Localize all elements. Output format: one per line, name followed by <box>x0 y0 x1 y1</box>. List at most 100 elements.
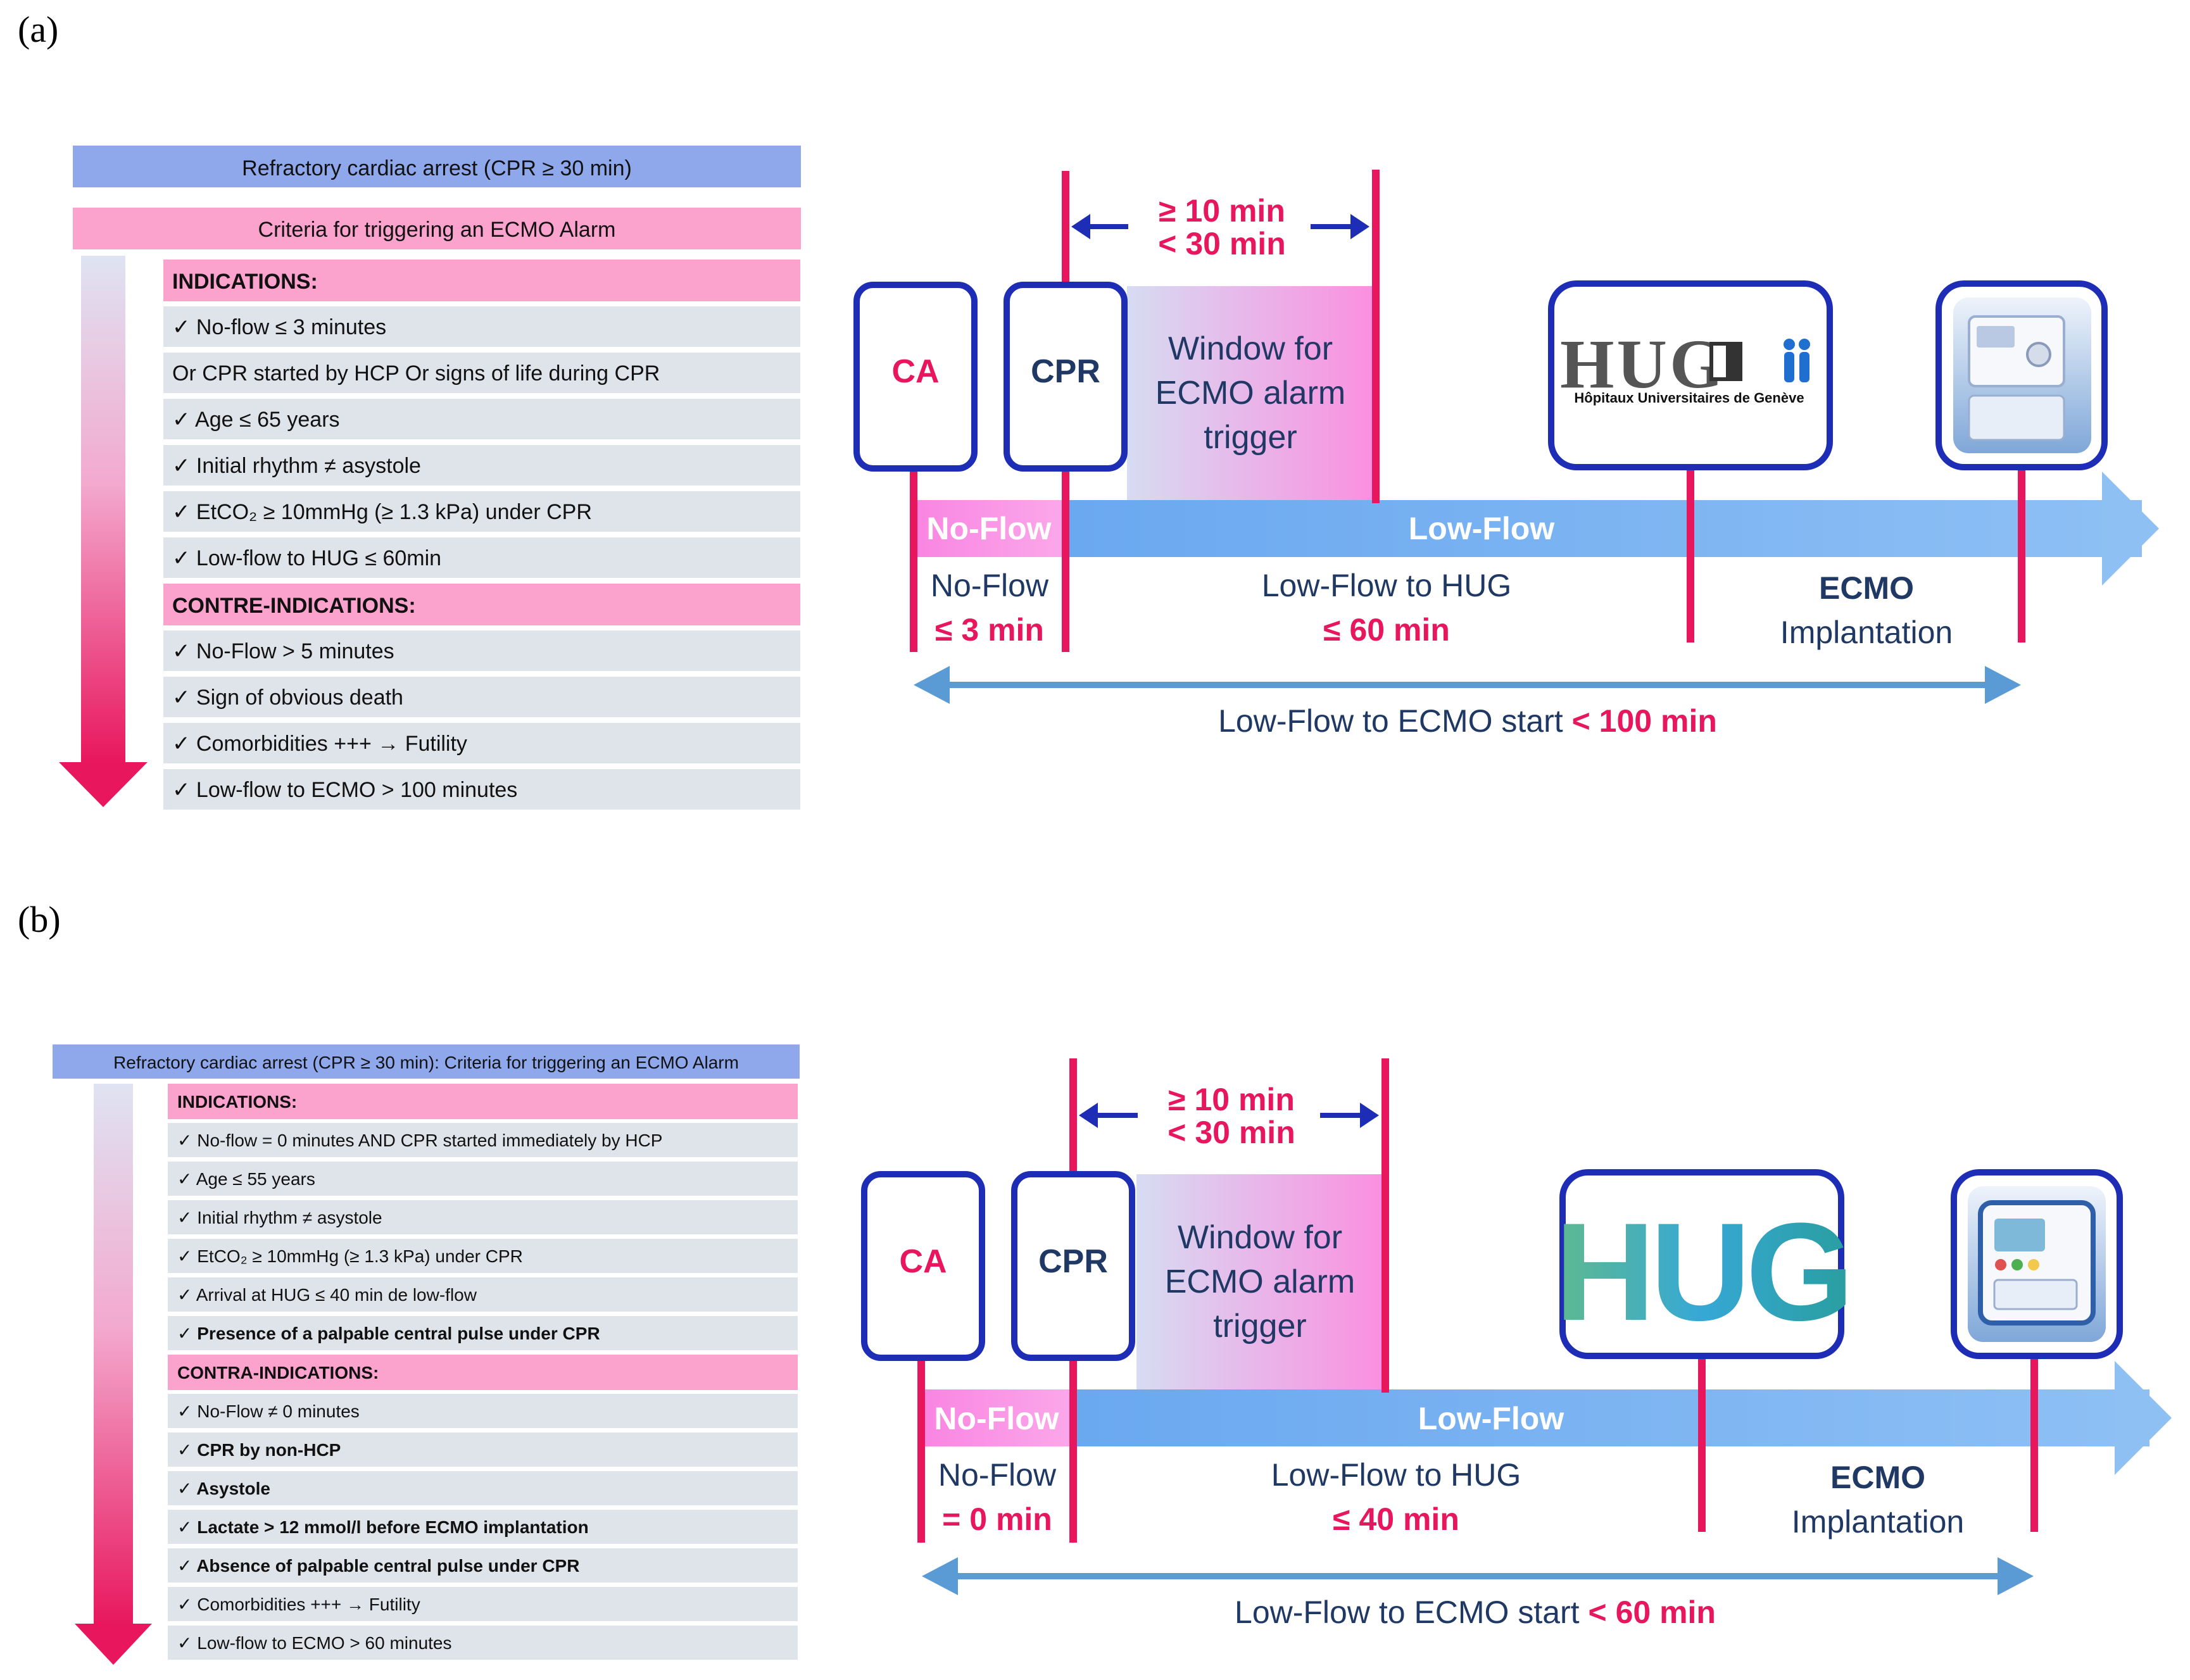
panel-a-no-flow-band <box>915 500 1066 557</box>
panel-a-window-min: ≥ 10 min <box>1159 193 1285 229</box>
panel-a-band-head <box>2102 472 2159 586</box>
panel-b-total-label: Low-Flow to ECMO start < 60 min <box>1235 1595 1716 1630</box>
panel-b-contra-header <box>168 1355 798 1390</box>
list-item: ✓ CPR by non-HCP <box>177 1440 341 1460</box>
panel-b-low-flow-band-label: Low-Flow <box>1418 1401 1564 1436</box>
panel-b-window-area <box>1136 1174 1383 1393</box>
panel-a-low-flow-hug-label: Low-Flow to HUG <box>1262 568 1512 603</box>
panel-a-hug-logo-text: HUG <box>1560 325 1727 403</box>
panel-b-window-min: ≥ 10 min <box>1168 1082 1295 1117</box>
panel-a-low-flow-hug-value: ≤ 60 min <box>1323 612 1450 648</box>
panel-b-total-value-text: < 60 min <box>1588 1595 1716 1630</box>
list-item: Or CPR started by HCP Or signs of life d… <box>172 361 660 386</box>
panel-b-no-flow-value: = 0 min <box>942 1501 1052 1537</box>
panel-a-total-text: Low-Flow to ECMO start <box>1218 703 1563 739</box>
panel-a-second-header-text: Criteria for triggering an ECMO Alarm <box>258 218 616 242</box>
panel-b-total-arrowhead-right <box>1998 1557 2034 1595</box>
list-item: ✓ EtCO₂ ≥ 10mmHg (≥ 1.3 kPa) under CPR <box>177 1246 523 1266</box>
panel-b-band-head <box>2115 1361 2172 1475</box>
panel-b-low-flow-hug-value: ≤ 40 min <box>1333 1501 1459 1537</box>
ecmo-machine-icon <box>1953 298 2091 453</box>
panel-a-low-flow-band <box>1066 500 2142 557</box>
panel-a-window-line3: trigger <box>1204 419 1297 456</box>
panel-a-contra-list: ✓ No-Flow > 5 minutes ✓ Sign of obvious … <box>163 630 800 810</box>
panel-b-window-line2: ECMO alarm <box>1165 1263 1355 1300</box>
list-item: ✓ Arrival at HUG ≤ 40 min de low-flow <box>177 1285 477 1305</box>
panel-b-low-flow-hug-label: Low-Flow to HUG <box>1271 1457 1521 1493</box>
panel-a-indications-list: ✓ No-flow ≤ 3 minutes Or CPR started by … <box>163 306 800 578</box>
panel-b-implantation-label: Implantation <box>1792 1504 1964 1539</box>
list-item: ✓ No-flow ≤ 3 minutes <box>172 315 386 339</box>
ecmo-machine-icon <box>1968 1186 2106 1342</box>
list-item: ✓ Age ≤ 55 years <box>177 1169 315 1189</box>
list-item: ✓ Comorbidities +++ → Futility <box>177 1595 420 1614</box>
list-item: ✓ Comorbidities +++ → Futility <box>172 732 467 756</box>
panel-b-indications-list: ✓ No-flow = 0 minutes AND CPR started im… <box>168 1123 798 1350</box>
panel-b-window-line1: Window for <box>1178 1219 1342 1256</box>
list-item: ✓ Initial rhythm ≠ asystole <box>172 454 421 478</box>
panel-b-total-text: Low-Flow to ECMO start <box>1235 1595 1580 1630</box>
panel-a-window-area <box>1127 286 1374 501</box>
list-item: ✓ Low-flow to ECMO > 100 minutes <box>172 778 517 802</box>
panel-a-window-arrowhead-left <box>1071 214 1090 239</box>
panel-b-window-line3: trigger <box>1213 1308 1306 1345</box>
panel-b-window-arrowhead-left <box>1079 1103 1098 1128</box>
panel-a-label: (a) <box>18 9 58 50</box>
panel-a-flow-arrowhead <box>59 762 148 807</box>
panel-a-window-line2: ECMO alarm <box>1155 375 1345 411</box>
panel-b-contra-title: CONTRA-INDICATIONS: <box>177 1363 379 1382</box>
panel-a-ca-box <box>853 282 978 472</box>
panel-b-indications-title: INDICATIONS: <box>177 1092 297 1112</box>
panel-b-top-header-text: Refractory cardiac arrest (CPR ≥ 30 min)… <box>113 1053 739 1072</box>
panel-b-label: (b) <box>18 899 61 940</box>
panel-a-window-line1: Window for <box>1168 330 1333 367</box>
list-item: ✓ Lactate > 12 mmol/l before ECMO implan… <box>177 1517 589 1537</box>
panel-b-hug-logo-text: HUG <box>1555 1194 1849 1350</box>
panel-b-window-max: < 30 min <box>1167 1115 1295 1150</box>
list-item: ✓ Low-flow to HUG ≤ 60min <box>172 546 441 570</box>
panel-a-indications-header <box>163 260 800 301</box>
panel-a-window-arrowhead-right <box>1350 214 1369 239</box>
panel-a-ecmo-label: ECMO <box>1819 570 1914 606</box>
panel-b-flow-arrow <box>94 1084 133 1625</box>
panel-b-flow-arrowhead <box>75 1624 152 1665</box>
list-item: ✓ Low-flow to ECMO > 60 minutes <box>177 1633 452 1653</box>
panel-b-ecmo-label: ECMO <box>1830 1460 1925 1495</box>
panel-a-no-flow-label: No-Flow <box>931 568 1049 603</box>
panel-a-contra-header <box>163 584 800 625</box>
people-icon <box>1784 339 1810 382</box>
panel-b-total-arrowhead-left <box>922 1557 958 1595</box>
panel-a-low-flow-band-label: Low-Flow <box>1409 511 1555 546</box>
list-item: ✓ No-Flow ≠ 0 minutes <box>177 1401 360 1421</box>
panel-a-contra-title: CONTRE-INDICATIONS: <box>172 594 416 618</box>
panel-b-indications-header <box>168 1084 798 1119</box>
panel-b-no-flow-label: No-Flow <box>938 1457 1057 1493</box>
panel-b-hug-box <box>1559 1169 1844 1359</box>
list-item: ✓ Asystole <box>177 1479 270 1498</box>
panel-a-top-header <box>73 146 801 187</box>
list-item: ✓ Sign of obvious death <box>172 686 403 710</box>
panel-b-no-flow-band-label: No-Flow <box>934 1401 1059 1436</box>
panel-a-hug-crest-icon <box>1709 342 1742 381</box>
panel-b-no-flow-band <box>922 1389 1073 1446</box>
panel-a-total-label: Low-Flow to ECMO start < 100 min <box>1218 703 1717 739</box>
panel-b-ca-label: CA <box>899 1243 947 1280</box>
panel-a-hug-caption: Hôpitaux Universitaires de Genève <box>1574 390 1804 406</box>
panel-a-cpr-box <box>1004 282 1128 472</box>
list-item: ✓ No-Flow > 5 minutes <box>172 639 394 663</box>
panel-b-low-flow-band <box>1073 1389 2149 1446</box>
panel-b-cpr-box <box>1011 1171 1135 1361</box>
list-item: ✓ No-flow = 0 minutes AND CPR started im… <box>177 1131 663 1150</box>
panel-a-ca-label: CA <box>891 353 939 390</box>
panel-a-window-max: < 30 min <box>1158 226 1286 261</box>
panel-b-cpr-label: CPR <box>1038 1243 1108 1280</box>
panel-b-contra-list: ✓ No-Flow ≠ 0 minutes ✓ CPR by non-HCP ✓… <box>168 1394 798 1660</box>
panel-a-hug-box <box>1548 280 1833 470</box>
panel-a-total-arrowhead-right <box>1985 666 2021 704</box>
panel-b-top-header <box>53 1044 800 1079</box>
panel-a-no-flow-band-label: No-Flow <box>926 511 1051 546</box>
list-item: ✓ Presence of a palpable central pulse u… <box>177 1324 600 1343</box>
panel-a-cpr-label: CPR <box>1031 353 1100 390</box>
list-item: ✓ EtCO₂ ≥ 10mmHg (≥ 1.3 kPa) under CPR <box>172 500 592 524</box>
